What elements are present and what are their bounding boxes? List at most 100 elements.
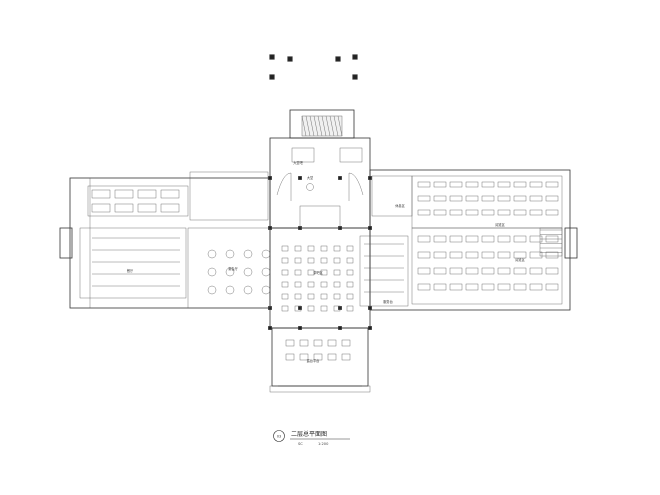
- reading-hall-lower: [411, 227, 563, 305]
- cafe-table: [307, 281, 315, 288]
- cafe-table: [281, 245, 289, 252]
- cafe-table: [346, 293, 354, 300]
- reading-desk: [529, 195, 543, 202]
- reading-desk: [417, 195, 431, 202]
- table-set: [91, 203, 111, 213]
- table-set: [137, 203, 157, 213]
- reading-desk: [417, 235, 431, 243]
- terrace-table: [341, 353, 351, 361]
- cafe-table: [320, 281, 328, 288]
- reading-desk: [433, 235, 447, 243]
- reading-desk: [481, 181, 495, 188]
- reading-desk: [513, 209, 527, 216]
- east-stair: [539, 227, 563, 257]
- terrace-table: [327, 339, 337, 347]
- reading-desk: [465, 267, 479, 275]
- cafe-table: [307, 269, 315, 276]
- table-set: [91, 189, 111, 199]
- round-table: [207, 249, 217, 259]
- reading-desk: [449, 283, 463, 291]
- west-upper-room: [189, 171, 269, 221]
- reading-desk: [417, 181, 431, 188]
- reading-desk: [529, 209, 543, 216]
- round-table: [207, 267, 217, 277]
- reading-desk: [417, 267, 431, 275]
- canopy-hatch: [301, 115, 307, 137]
- cafe-table: [333, 293, 341, 300]
- reading-hall-upper: [411, 175, 563, 229]
- cafe-table: [294, 281, 302, 288]
- cafe-table: [346, 245, 354, 252]
- central-lower: [269, 227, 371, 329]
- canopy-hatch: [333, 115, 339, 137]
- reading-desk: [529, 267, 543, 275]
- reading-desk: [481, 251, 495, 259]
- interior-detail: [69, 115, 563, 393]
- room-label-banquet: 宴会厅: [228, 266, 238, 271]
- terrace-table: [341, 339, 351, 347]
- table-set: [137, 189, 157, 199]
- room-label-east-corridor: 休息区: [395, 203, 405, 208]
- terrace-table: [313, 339, 323, 347]
- cafe-table: [294, 257, 302, 264]
- room-label-tea: 茶吧区: [313, 270, 323, 275]
- drawing-index-circle: [273, 430, 285, 442]
- terrace-table: [285, 353, 295, 361]
- reading-desk: [481, 195, 495, 202]
- cafe-table: [294, 305, 302, 312]
- column: [298, 306, 302, 310]
- west-upper-rooms: [87, 185, 189, 217]
- column: [287, 56, 293, 62]
- reading-desk: [545, 209, 559, 216]
- stair-left: [276, 172, 292, 201]
- reading-desk: [465, 181, 479, 188]
- reading-desk: [513, 235, 527, 243]
- column: [269, 54, 275, 60]
- round-table: [243, 267, 253, 277]
- round-table: [225, 285, 235, 295]
- cafe-table: [333, 245, 341, 252]
- column: [298, 176, 302, 180]
- east-porch: [564, 227, 578, 259]
- reading-desk: [481, 235, 495, 243]
- terrace-table: [327, 353, 337, 361]
- canopy-hatch: [321, 115, 327, 137]
- reading-desk: [417, 283, 431, 291]
- east-lounge: [371, 175, 413, 217]
- banquet-hall: [187, 227, 271, 309]
- cafe-table: [346, 269, 354, 276]
- reading-desk: [449, 181, 463, 188]
- column: [338, 176, 342, 180]
- reading-desk: [513, 181, 527, 188]
- canopy-hatch: [305, 115, 311, 137]
- lobby-feature: [291, 147, 315, 163]
- column: [368, 306, 372, 310]
- reading-desk: [545, 181, 559, 188]
- column: [298, 326, 302, 330]
- terrace-table: [285, 339, 295, 347]
- lobby-feature: [339, 147, 363, 163]
- reading-desk: [481, 283, 495, 291]
- column: [368, 226, 372, 230]
- room-labels: 大堂 大堂吧 茶吧区 餐厅 宴会厅 露台平台 阅览区 阅览区 休息区 服务台: [127, 160, 526, 363]
- cafe-table: [320, 245, 328, 252]
- cafe-table: [281, 305, 289, 312]
- round-table: [225, 249, 235, 259]
- west-wing: [69, 177, 271, 309]
- reading-desk: [433, 283, 447, 291]
- cafe-table: [320, 293, 328, 300]
- reading-desk: [545, 283, 559, 291]
- round-table: [261, 249, 271, 259]
- reading-desk: [497, 235, 511, 243]
- column: [368, 176, 372, 180]
- reading-desk: [465, 235, 479, 243]
- reading-desk: [545, 267, 559, 275]
- column: [268, 176, 272, 180]
- column: [335, 56, 341, 62]
- cafe-table: [281, 257, 289, 264]
- round-table: [207, 285, 217, 295]
- drawing-index: 03: [277, 435, 282, 439]
- room-label-service: 服务台: [383, 299, 393, 304]
- column: [352, 74, 358, 80]
